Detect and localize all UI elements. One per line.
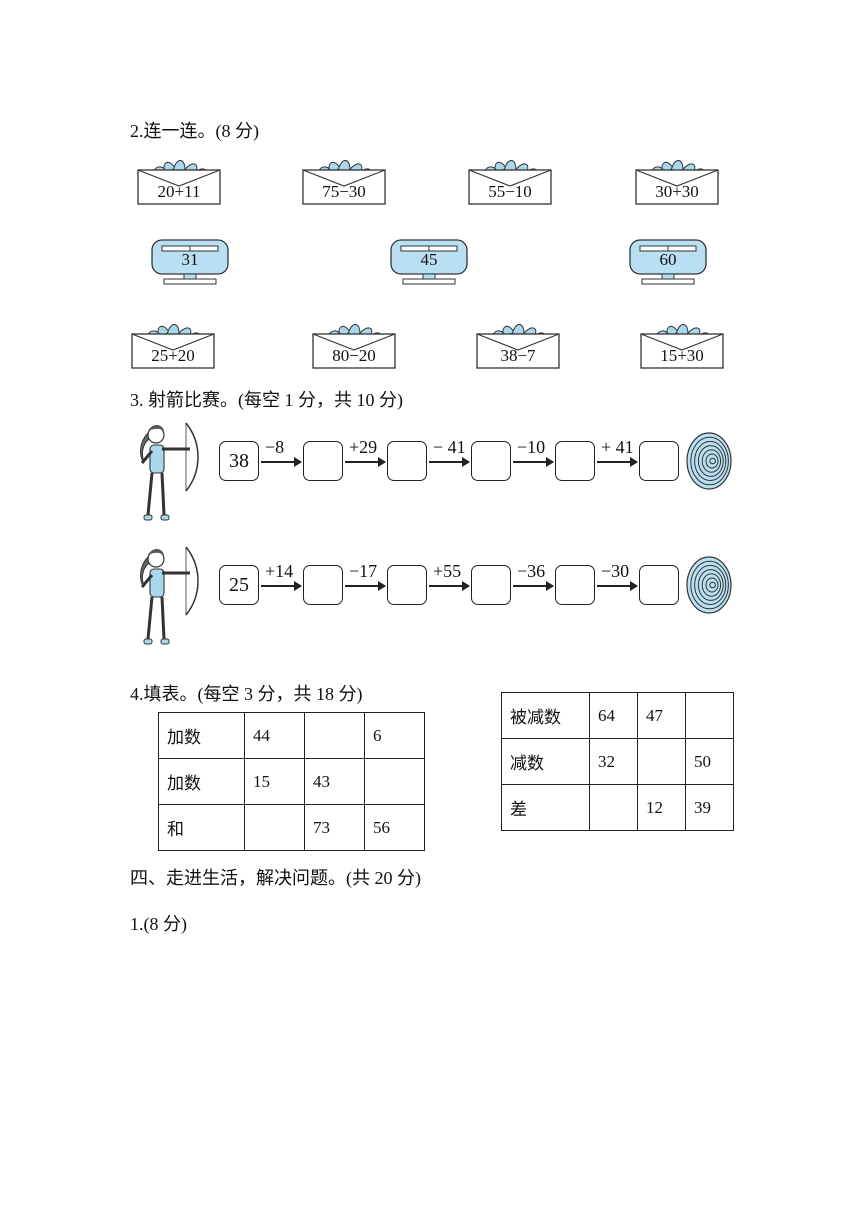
envelope-card[interactable]: 55−10: [466, 154, 554, 206]
blank-answer-cell[interactable]: [364, 758, 425, 805]
answer-box[interactable]: [471, 441, 511, 481]
arrow: [345, 581, 386, 591]
archer-girl-illustration: [130, 419, 200, 531]
answer-box[interactable]: [471, 565, 511, 605]
operation-label: − 41: [433, 437, 466, 457]
value-cell: 73: [304, 804, 365, 851]
arrow: [261, 581, 302, 591]
answer-monitor[interactable]: 45: [389, 238, 469, 286]
blank-answer-cell[interactable]: [637, 738, 686, 785]
arrow: [429, 457, 470, 467]
operation-label: −8: [265, 437, 285, 457]
row-header-cell: 加数: [158, 758, 245, 805]
envelope-card[interactable]: 75−30: [300, 154, 388, 206]
row-header-cell: 和: [158, 804, 245, 851]
arrow: [345, 457, 386, 467]
row-header-cell: 被减数: [501, 692, 590, 739]
envelope-expression: 20+11: [157, 182, 201, 201]
q4-title: 4.填表。(每空 3 分，共 18 分): [130, 684, 363, 704]
value-cell: 43: [304, 758, 365, 805]
envelope-expression: 55−10: [488, 182, 532, 201]
envelope-expression: 80−20: [332, 346, 376, 365]
value-cell: 47: [637, 692, 686, 739]
envelope-card[interactable]: 38−7: [474, 318, 562, 370]
value-cell: 12: [637, 784, 686, 831]
start-number-box: 38: [219, 441, 259, 481]
operation-label: −30: [601, 561, 630, 581]
answer-box[interactable]: [639, 441, 679, 481]
arrow: [429, 581, 470, 591]
archery-target-icon: [686, 432, 732, 490]
value-cell: 50: [685, 738, 734, 785]
q2-title: 2.连一连。(8 分): [130, 121, 259, 141]
monitor-value: 60: [659, 250, 677, 269]
envelope-expression: 30+30: [655, 182, 699, 201]
blank-answer-cell[interactable]: [304, 712, 365, 759]
operation-label: +29: [349, 437, 378, 457]
answer-box[interactable]: [303, 565, 343, 605]
value-cell: 32: [589, 738, 638, 785]
blank-answer-cell[interactable]: [685, 692, 734, 739]
q3-title: 3. 射箭比赛。(每空 1 分，共 10 分): [130, 390, 403, 410]
blank-answer-cell[interactable]: [589, 784, 638, 831]
value-cell: 39: [685, 784, 734, 831]
envelope-expression: 75−30: [322, 182, 366, 201]
arrow: [513, 581, 554, 591]
archer-girl-illustration: [130, 543, 200, 655]
answer-box[interactable]: [387, 441, 427, 481]
section4-title: 四、走进生活，解决问题。(共 20 分): [130, 868, 421, 888]
answer-box[interactable]: [303, 441, 343, 481]
envelope-expression: 15+30: [660, 346, 704, 365]
operation-label: +55: [433, 561, 462, 581]
archery-target-icon: [686, 556, 732, 614]
row-header-cell: 加数: [158, 712, 245, 759]
section4-q1: 1.(8 分): [130, 914, 187, 934]
answer-box[interactable]: [639, 565, 679, 605]
answer-monitor[interactable]: 60: [628, 238, 708, 286]
value-cell: 6: [364, 712, 425, 759]
answer-box[interactable]: [555, 565, 595, 605]
envelope-card[interactable]: 80−20: [310, 318, 398, 370]
envelope-card[interactable]: 15+30: [638, 318, 726, 370]
blank-answer-cell[interactable]: [244, 804, 305, 851]
answer-monitor[interactable]: 31: [150, 238, 230, 286]
value-cell: 64: [589, 692, 638, 739]
envelope-expression: 25+20: [151, 346, 195, 365]
value-cell: 15: [244, 758, 305, 805]
arrow: [261, 457, 302, 467]
monitor-value: 45: [420, 250, 438, 269]
value-cell: 44: [244, 712, 305, 759]
envelope-card[interactable]: 25+20: [129, 318, 217, 370]
envelope-card[interactable]: 30+30: [633, 154, 721, 206]
answer-box[interactable]: [555, 441, 595, 481]
arrow: [513, 457, 554, 467]
operation-label: −17: [349, 561, 378, 581]
operation-label: −36: [517, 561, 546, 581]
start-number-box: 25: [219, 565, 259, 605]
arrow: [597, 457, 638, 467]
envelope-card[interactable]: 20+11: [135, 154, 223, 206]
operation-label: +14: [265, 561, 294, 581]
envelope-expression: 38−7: [500, 346, 536, 365]
value-cell: 56: [364, 804, 425, 851]
arrow: [597, 581, 638, 591]
row-header-cell: 减数: [501, 738, 590, 785]
answer-box[interactable]: [387, 565, 427, 605]
row-header-cell: 差: [501, 784, 590, 831]
operation-label: −10: [517, 437, 546, 457]
monitor-value: 31: [181, 250, 199, 269]
operation-label: + 41: [601, 437, 634, 457]
